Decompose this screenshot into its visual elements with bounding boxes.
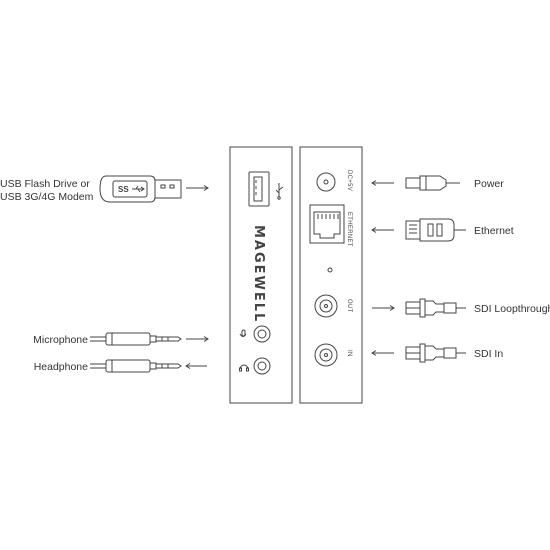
label-sdi-in: SDI In	[474, 348, 504, 360]
arrow-microphone	[186, 336, 209, 342]
usb-symbol-icon	[275, 183, 284, 200]
label-usb-line1: USB Flash Drive or	[0, 178, 90, 190]
ethernet-port	[309, 204, 345, 244]
arrow-ethernet	[371, 227, 394, 233]
bnc-loopthrough-icon	[405, 298, 466, 318]
port-label-dc: DC+5V	[346, 170, 352, 192]
sdi-out-port	[314, 294, 338, 318]
sdi-in-port	[314, 343, 338, 367]
dc-port	[316, 172, 336, 192]
label-microphone: Microphone	[33, 334, 88, 346]
arrow-headphone	[185, 363, 207, 369]
label-headphone: Headphone	[33, 361, 88, 373]
usb-stick-text: SS	[118, 185, 129, 194]
usb-port	[248, 171, 270, 207]
port-label-ethernet: ETHERNET	[346, 212, 352, 247]
headphone-plug-icon	[90, 359, 182, 373]
arrow-power	[371, 180, 394, 186]
microphone-plug-icon	[90, 332, 182, 346]
port-label-out: OUT	[346, 299, 352, 313]
microphone-symbol-icon	[239, 329, 247, 337]
status-led	[327, 267, 333, 273]
headphone-jack	[253, 357, 271, 375]
usb-stick-icon	[99, 175, 182, 203]
brand-logo: MAGEWELL	[251, 225, 266, 324]
arrow-sdi-in	[371, 350, 394, 356]
arrow-sdi-loopthrough	[372, 305, 395, 311]
port-label-in: IN	[346, 350, 352, 357]
label-usb-line2: USB 3G/4G Modem	[0, 191, 94, 203]
label-ethernet: Ethernet	[474, 225, 514, 237]
bnc-in-icon	[405, 343, 466, 363]
ethernet-plug-icon	[405, 218, 466, 242]
device-front-panel	[229, 146, 293, 404]
headphone-symbol-icon	[239, 364, 249, 372]
usb-stick-logo-icon	[132, 185, 145, 193]
arrow-usb	[186, 185, 209, 191]
power-plug-icon	[405, 175, 460, 191]
label-sdi-loopthrough: SDI Loopthrough	[474, 303, 550, 315]
label-power: Power	[474, 178, 504, 190]
microphone-jack	[253, 325, 271, 343]
